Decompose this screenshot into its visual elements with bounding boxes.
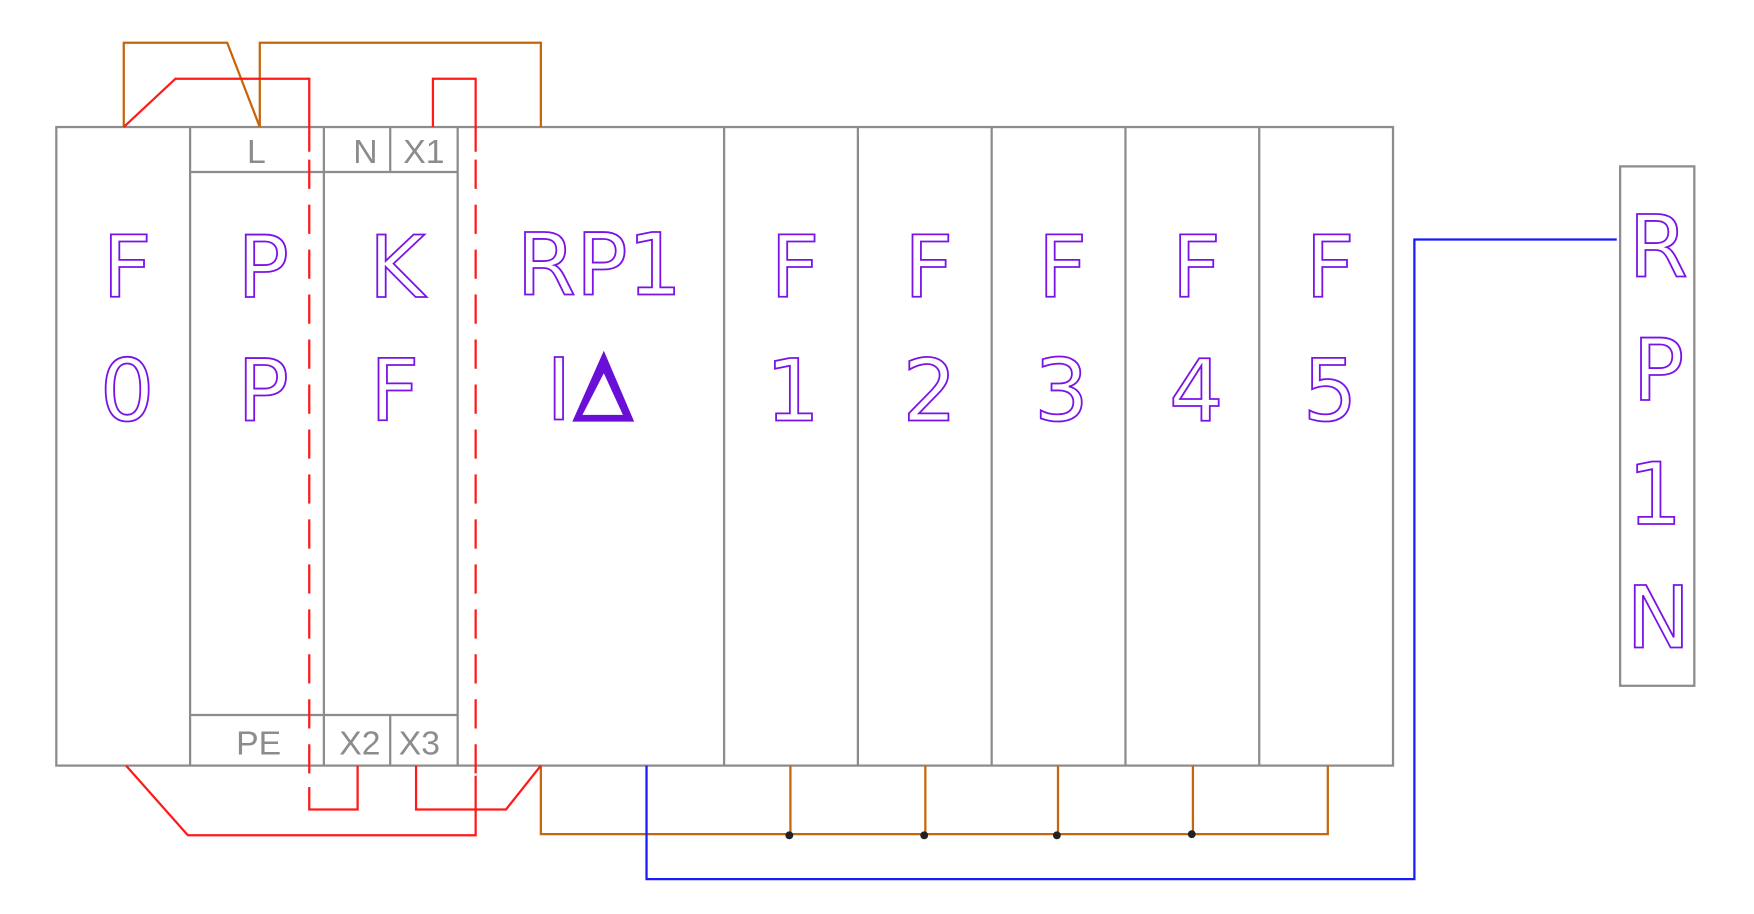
wire-phase xyxy=(431,77,477,152)
delta-icon xyxy=(572,350,635,422)
module-label-bottom: 1 xyxy=(766,342,820,441)
wire-live-bus xyxy=(539,765,1329,836)
module-label-bottom: 5 xyxy=(1303,342,1357,441)
module-label-bottom: F xyxy=(370,342,419,441)
module-label-top: P xyxy=(237,219,289,318)
module-label-top: F xyxy=(1172,219,1221,318)
wire-phase xyxy=(414,764,542,811)
module-labels: F 0 P P K F RP1 I F 1 F 2 F 3 F 4 F 5 R … xyxy=(99,198,1691,670)
module-label-bottom: 0 xyxy=(100,342,154,441)
terminal-l: L xyxy=(247,133,266,171)
side-module-letter: P xyxy=(1633,322,1685,421)
module-label-top: F xyxy=(904,219,953,318)
junction-dot xyxy=(920,831,929,840)
wire-live xyxy=(258,41,542,128)
terminal-x3: X3 xyxy=(399,724,440,762)
side-module-letter: N xyxy=(1626,570,1690,669)
wire-neutral xyxy=(645,238,1617,881)
module-label-top: RP1 xyxy=(517,217,682,316)
live-wires xyxy=(122,41,1329,840)
module-label-top: F xyxy=(1038,219,1087,318)
module-label-bottom: P xyxy=(237,342,289,441)
junction-dot xyxy=(785,831,794,840)
module-frames xyxy=(55,125,1696,767)
terminal-n: N xyxy=(353,133,377,171)
module-label-top: F xyxy=(103,219,152,318)
side-module-frame xyxy=(1618,165,1696,687)
terminal-x2: X2 xyxy=(339,724,380,762)
junction-dot xyxy=(1187,830,1196,839)
module-label-top: F xyxy=(770,219,819,318)
wire-live xyxy=(122,41,261,128)
terminal-x1: X1 xyxy=(403,133,444,171)
terminal-pe: PE xyxy=(236,724,281,762)
module-label-bottom: 4 xyxy=(1169,342,1223,441)
phase-wires xyxy=(122,77,542,837)
module-label-bottom: 2 xyxy=(903,342,957,441)
wire-phase xyxy=(122,77,311,152)
wire-phase xyxy=(308,765,359,811)
side-module-letter: R xyxy=(1629,199,1688,298)
module-label-top: K xyxy=(369,219,427,318)
side-module-letter: 1 xyxy=(1628,446,1682,545)
module-label-top: F xyxy=(1305,219,1354,318)
junction-dot xyxy=(1052,831,1061,840)
module-label-bottom: 3 xyxy=(1034,342,1088,441)
wire-phase xyxy=(125,764,477,837)
module-label-bottom: I xyxy=(546,341,571,440)
